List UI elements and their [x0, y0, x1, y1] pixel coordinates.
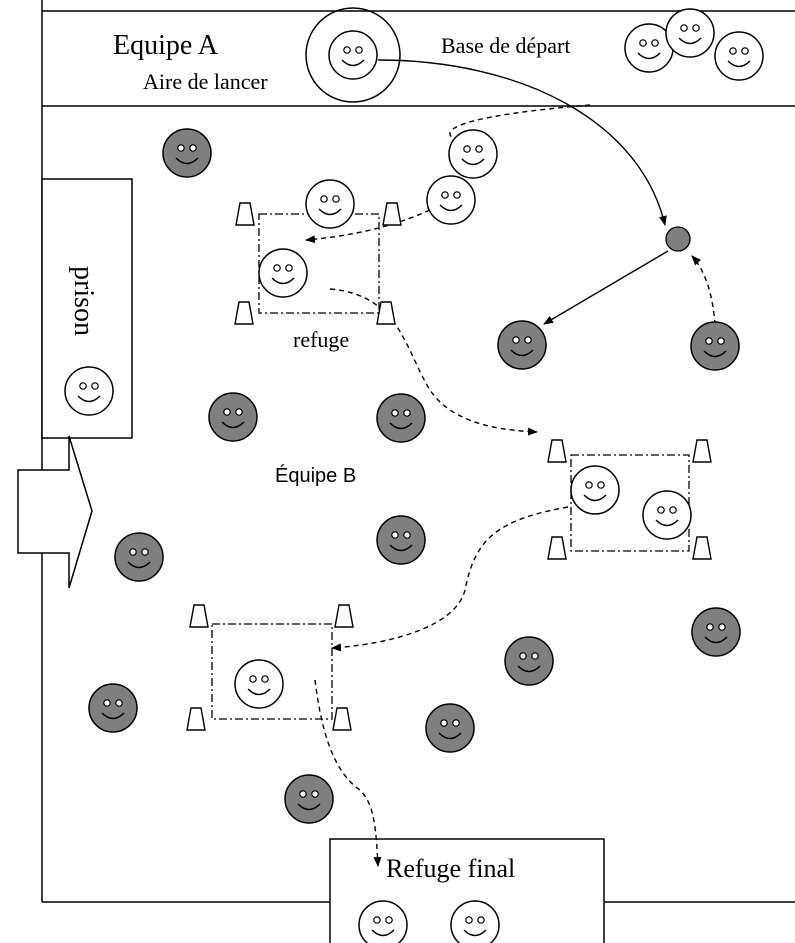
smiley-face-icon — [88, 683, 138, 733]
smiley-face-icon — [714, 31, 764, 81]
smiley-face-icon — [234, 659, 284, 709]
smiley-face-icon — [358, 900, 408, 943]
throw-area-circle — [305, 7, 401, 103]
cone-icon — [692, 439, 712, 463]
cone-icon — [382, 202, 402, 226]
ball-throw-path — [377, 59, 667, 226]
smiley-face-icon — [450, 900, 500, 943]
smiley-face-icon — [64, 366, 114, 416]
smiley-face-icon — [448, 129, 498, 179]
cone-icon — [376, 301, 396, 325]
cone-icon — [234, 301, 254, 325]
smiley-face-icon — [690, 321, 740, 371]
smiley-face-icon — [258, 248, 308, 298]
throw-area-label: Aire de lancer — [143, 69, 268, 94]
run-to-refuge-1-path — [305, 209, 431, 244]
run-to-refuge-2-path — [329, 288, 538, 436]
cone-icon — [547, 536, 567, 560]
cone-icon — [547, 439, 567, 463]
smiley-face-icon — [426, 175, 476, 225]
cone-icon — [235, 202, 255, 226]
cone-icon — [692, 536, 712, 560]
smiley-face-icon — [328, 30, 378, 80]
cone-markers — [186, 202, 712, 731]
smiley-face-icon — [376, 393, 426, 443]
ball-icon — [665, 226, 691, 252]
ball-hit-path — [543, 250, 669, 325]
movement-arrows — [305, 59, 716, 867]
smiley-face-icon — [425, 703, 475, 753]
smiley-face-icon — [305, 179, 355, 229]
smiley-face-icon — [570, 465, 620, 515]
smiley-face-icon — [114, 532, 164, 582]
smiley-face-icon — [665, 8, 715, 58]
refuge-zone-2 — [570, 454, 690, 552]
start-base-label: Base de départ — [441, 33, 571, 58]
cone-icon — [189, 604, 209, 628]
cone-icon — [334, 604, 354, 628]
smiley-face-icon — [642, 490, 692, 540]
smiley-face-icon — [376, 515, 426, 565]
refuge-zone-3 — [211, 623, 333, 720]
defender-approach-path — [691, 255, 716, 326]
team-a-label: Equipe A — [113, 30, 219, 61]
prison-label: prison — [68, 266, 99, 336]
smiley-face-icon — [284, 774, 334, 824]
smiley-face-icon — [504, 636, 554, 686]
entry-arrow-icon — [17, 435, 93, 589]
field-outline — [41, 0, 795, 903]
cone-icon — [186, 707, 206, 731]
refuge-label: refuge — [293, 327, 349, 352]
players — [64, 8, 764, 943]
smiley-face-icon — [691, 607, 741, 657]
run-to-refuge-3-path — [331, 506, 569, 652]
final-refuge-label: Refuge final — [386, 854, 515, 883]
smiley-face-icon — [208, 392, 258, 442]
smiley-face-icon — [497, 320, 547, 370]
team-b-label: Équipe B — [275, 464, 356, 487]
cone-icon — [332, 707, 352, 731]
smiley-face-icon — [162, 128, 212, 178]
